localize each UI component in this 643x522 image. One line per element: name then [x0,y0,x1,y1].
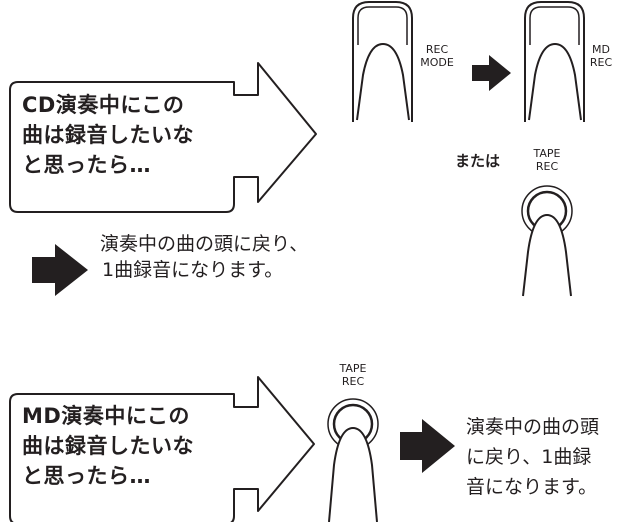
top-result-arrow-icon [32,244,88,296]
bottom-condition-text: MD演奏中にこの 曲は録音したいな と思ったら… [22,401,194,491]
md-rec-button [524,1,585,122]
top-callout-box [9,62,317,213]
or-text: または [455,152,501,170]
result-line: 演奏中の曲の頭に戻り、 [100,233,309,255]
top-condition-text: CD演奏中にこの 曲は録音したいな と思ったら… [22,90,194,180]
md-rec-label: MD REC [589,43,613,69]
bottom-tape-rec-label: TAPE REC [339,362,367,388]
condition-line: と思ったら… [22,153,151,177]
bottom-callout-box [9,376,315,522]
result-line: に戻り、1曲録 [466,446,592,468]
condition-line: と思ったら… [22,464,151,488]
top-result-text: 演奏中の曲の頭に戻り、 1曲録音になります。 [100,231,308,283]
top-tape-rec-label: TAPE REC [533,147,561,173]
top-tape-rec-button [521,185,573,297]
condition-line: 曲は録音したいな [22,123,194,147]
rec-mode-label: REC MODE [420,43,454,69]
condition-line: MD演奏中にこの [22,404,190,428]
condition-line: 曲は録音したいな [22,434,194,458]
result-line: 音になります。 [466,476,598,498]
rec-mode-button [352,1,413,122]
bottom-result-arrow-icon [400,419,455,473]
result-line: 1曲録音になります。 [102,259,284,281]
bottom-tape-rec-button [327,398,379,522]
result-line: 演奏中の曲の頭 [466,416,600,438]
bottom-result-text: 演奏中の曲の頭 に戻り、1曲録 音になります。 [466,412,599,502]
condition-line: CD演奏中にこの [22,93,185,117]
mode-to-rec-arrow-icon [472,55,511,91]
